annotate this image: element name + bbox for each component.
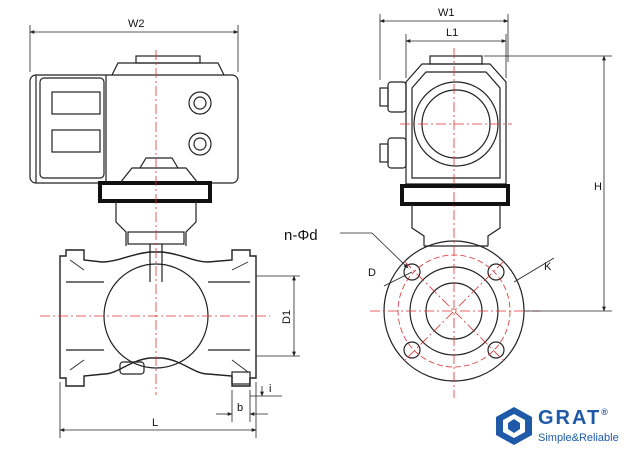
front-view-centerlines [370,48,540,398]
brand-name: GRAT® [538,407,608,429]
dim-label-h: H [594,181,602,193]
dim-label-d1: D1 [281,310,293,324]
dim-label-k: K [544,261,552,273]
side-view-centerlines [40,50,270,395]
brand-logo: GRAT® Simple&Reliable [494,405,634,449]
dim-label-d: D [368,267,376,279]
front-view [379,55,525,382]
side-view [29,55,257,387]
bolt-hole-icon [487,341,505,359]
bolt-hole-icon [403,263,421,281]
cable-gland-icon [188,132,212,156]
dim-label-b: b [237,402,243,414]
dim-label-l: L [152,417,158,429]
dim-label-i: i [269,383,271,395]
grat-logo-icon [496,407,532,445]
dim-label-l1: L1 [446,27,458,39]
actuator-housing [29,74,239,184]
dim-label-n-phi-d: n-Φd [284,227,318,244]
bolt-hole-icon [403,341,421,359]
cable-gland-icon [188,91,212,115]
brand-tagline: Simple&Reliable [538,432,619,444]
dim-label-w1: W1 [438,7,455,19]
dimension-lines [29,14,612,438]
bolt-hole-icon [487,263,505,281]
dim-label-w2: W2 [128,18,145,30]
